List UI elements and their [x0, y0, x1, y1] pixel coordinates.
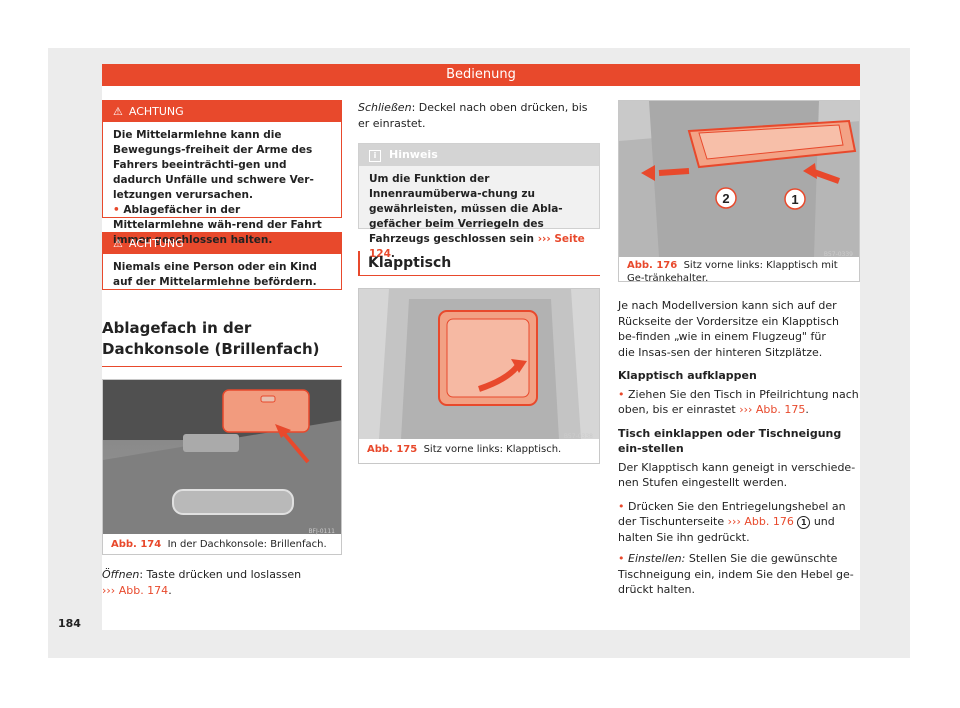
roof-console-illustration [103, 380, 341, 534]
section-heading: Ablagefach in der Dachkonsole (Brillenfa… [102, 318, 342, 367]
warning-title: ACHTUNG [128, 237, 184, 250]
sentence-end: . [390, 248, 395, 260]
figure-code: BFJ-0111 [308, 528, 335, 535]
ref-arrow: ››› [102, 583, 116, 597]
text-open: : Taste drücken und loslassen [139, 568, 302, 581]
page-header: Bedienung [102, 64, 860, 86]
figure-caption-text: Sitz vorne links: Klapptisch mit Ge-trän… [627, 260, 838, 284]
right-column: 2 1 B57-0339 Abb. 176 Sitz vorne links: … [618, 100, 860, 598]
bullet-icon: • [618, 552, 628, 565]
section-heading: Klapptisch [358, 251, 600, 276]
figure-link[interactable]: Abb. 174 [118, 583, 169, 597]
body-text-open: Öffnen: Taste drücken und loslassen ››› … [102, 567, 342, 598]
label-open: Öffnen [102, 568, 140, 581]
warning-header: ⚠ ACHTUNG [103, 101, 341, 122]
subheading-open: Klapptisch aufklappen [618, 369, 757, 382]
bullet-text: Ziehen Sie den Tisch in Pfeilrichtung na… [618, 387, 859, 417]
text-close: : Deckel nach oben drücken, bis er einra… [358, 101, 588, 130]
bullet-icon: • [618, 387, 628, 401]
label-close: Schließen [358, 101, 412, 114]
hint-body: Um die Funktion der Innenraumüberwa-chun… [359, 166, 599, 270]
figure-175: B57-0338 Abb. 175 Sitz vorne links: Klap… [358, 288, 600, 464]
bullet-icon: • [113, 204, 124, 216]
middle-column: Schließen: Deckel nach oben drücken, bis… [358, 100, 600, 464]
warning-box-1: ⚠ ACHTUNG Die Mittelarmlehne kann die Bew… [102, 100, 342, 246]
sentence-end: . [168, 583, 172, 597]
left-column: ⚠ ACHTUNG Die Mittelarmlehne kann die Bew… [102, 100, 342, 598]
warning-body: Die Mittelarmlehne kann die Bewegungs-fr… [103, 122, 341, 256]
sentence-end: . [805, 403, 809, 416]
bullet-press: • Drücken Sie den Entriegelungshebel an … [618, 499, 860, 546]
figure-code: B57-0338 [563, 433, 593, 440]
seat-table-illustration [359, 289, 599, 439]
warning-icon: ⚠ [113, 237, 123, 250]
figure-176: 2 1 B57-0339 Abb. 176 Sitz vorne links: … [618, 100, 860, 285]
figure-image [359, 289, 599, 439]
bullet-text: Stellen Sie die gewünschte Tischneigung … [618, 552, 854, 596]
hint-text: Um die Funktion der Innenraumüberwa-chun… [369, 173, 563, 245]
subheading-fold: Tisch einklappen oder Tischneigung ein-s… [618, 426, 842, 456]
warning-text: Niemals eine Person oder ein Kind auf de… [113, 261, 317, 288]
body-text-close: Schließen: Deckel nach oben drücken, bis… [358, 100, 600, 131]
warning-body: Niemals eine Person oder ein Kind auf de… [103, 254, 341, 298]
figure-caption-text: In der Dachkonsole: Brillenfach. [167, 539, 327, 550]
bullet-text-end: und halten Sie ihn gedrückt. [618, 515, 835, 544]
ref-arrow: ››› [537, 233, 551, 245]
figure-link[interactable]: Abb. 176 [744, 515, 794, 528]
warning-icon: ⚠ [113, 105, 123, 118]
bullet-text: Drücken Sie den Entriegelungshebel an de… [618, 499, 846, 529]
warning-box-2: ⚠ ACHTUNG Niemals eine Person oder ein Ki… [102, 232, 342, 290]
callout-1: 1 [791, 192, 798, 207]
figure-caption: Abb. 174 In der Dachkonsole: Brillenfach… [111, 538, 333, 551]
figure-label: Abb. 176 [627, 260, 678, 271]
intro-text: Je nach Modellversion kann sich auf der … [618, 299, 839, 359]
figure-link[interactable]: Abb. 175 [755, 403, 806, 416]
page-link[interactable]: Seite 124 [369, 233, 585, 260]
bullet-pull: • Ziehen Sie den Tisch in Pfeilrichtung … [618, 387, 860, 418]
page-number: 184 [58, 617, 81, 630]
figure-caption: Abb. 176 Sitz vorne links: Klapptisch mi… [627, 259, 851, 285]
warning-title: ACHTUNG [128, 105, 184, 118]
figure-174: BFJ-0111 Abb. 174 In der Dachkonsole: Br… [102, 379, 342, 555]
hint-title: Hinweis [389, 148, 438, 161]
figure-caption-text: Sitz vorne links: Klapptisch. [423, 444, 562, 455]
callout-2: 2 [722, 191, 729, 206]
warning-header: ⚠ ACHTUNG [103, 233, 341, 254]
bullet-adjust: • Einstellen: Stellen Sie die gewünschte… [618, 551, 860, 598]
figure-code: B57-0339 [823, 251, 853, 258]
figure-image [103, 380, 341, 534]
bullet-icon: • [618, 499, 628, 513]
warning-text: Die Mittelarmlehne kann die Bewegungs-fr… [113, 129, 314, 201]
figure-label: Abb. 174 [111, 539, 162, 550]
ref-arrow: ››› [739, 403, 753, 416]
label-adjust: Einstellen: [628, 552, 686, 565]
callout-number: 1 [797, 516, 811, 529]
figure-label: Abb. 175 [367, 444, 418, 455]
hint-header: i Hinweis [359, 144, 599, 166]
table-cupholder-illustration: 2 1 [619, 101, 859, 257]
body-text: Der Klapptisch kann geneigt in verschied… [618, 460, 856, 490]
hint-box: i Hinweis Um die Funktion der Innenraumüb… [358, 143, 600, 260]
info-icon: i [369, 150, 381, 162]
ref-arrow: ››› [727, 515, 741, 528]
warning-bullet-text: Ablagefächer in der Mittelarmlehne wäh-r… [113, 204, 322, 246]
warning-bullet: • Ablagefächer in der Mittelarmlehne wäh… [113, 203, 331, 248]
figure-image: 2 1 [619, 101, 859, 257]
figure-caption: Abb. 175 Sitz vorne links: Klapptisch. [367, 443, 591, 456]
